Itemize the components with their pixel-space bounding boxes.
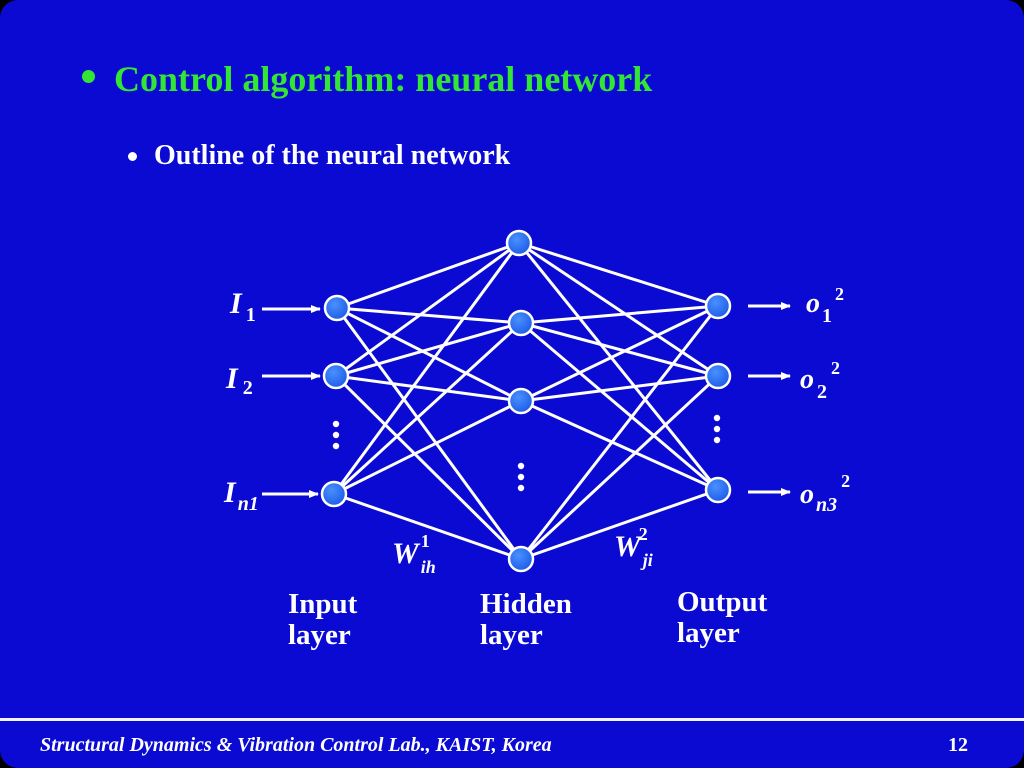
hidden-node-3 xyxy=(507,387,535,415)
edge-input-3-hidden-2 xyxy=(332,321,523,496)
edge-hidden-1-output-1 xyxy=(518,241,719,308)
ellipsis-dot-3-2 xyxy=(713,425,721,433)
output-node-1 xyxy=(704,292,732,320)
edge-hidden-2-output-1 xyxy=(520,304,719,325)
output-node-2 xyxy=(704,362,732,390)
page-number: 12 xyxy=(948,734,968,756)
edge-hidden-4-output-2 xyxy=(519,374,720,561)
edge-input-2-hidden-2 xyxy=(335,321,522,378)
edge-input-3-hidden-3 xyxy=(333,399,522,496)
input-layer-label-line2: layer xyxy=(288,619,351,651)
edge-input-2-hidden-3 xyxy=(335,374,522,403)
edge-hidden-2-output-2 xyxy=(520,321,719,378)
edge-input-1-hidden-4 xyxy=(335,307,523,560)
input-node-1 xyxy=(323,294,351,322)
slide-subtitle: Outline of the neural network xyxy=(154,140,511,171)
edge-input-1-hidden-2 xyxy=(336,306,522,325)
output-node-3 xyxy=(704,476,732,504)
hidden-node-1 xyxy=(505,229,533,257)
edge-hidden-1-output-3 xyxy=(517,242,720,491)
ellipsis-dot-3-1 xyxy=(713,414,721,422)
input-node-3 xyxy=(320,480,348,508)
input-layer-label-line1: Input xyxy=(288,588,358,620)
edge-input-1-hidden-1 xyxy=(336,241,520,310)
edge-input-3-hidden-4 xyxy=(333,492,522,561)
connection-lines xyxy=(332,241,720,561)
ellipsis-dots xyxy=(332,414,721,492)
output-layer-label-line1: Output xyxy=(677,586,768,618)
ellipsis-dot-3-3 xyxy=(713,436,721,444)
bullet-dot-icon xyxy=(82,70,95,83)
edge-hidden-4-output-3 xyxy=(520,488,719,561)
ellipsis-dot-1-3 xyxy=(332,442,340,450)
hidden-node-2 xyxy=(507,309,535,337)
signal-arrows xyxy=(262,302,791,498)
edge-hidden-2-output-3 xyxy=(520,321,719,492)
ellipsis-dot-2-1 xyxy=(517,462,525,470)
input-node-2 xyxy=(322,362,350,390)
hidden-layer-label: Hidden layer xyxy=(480,589,572,651)
hidden-layer-label-line1: Hidden xyxy=(480,588,572,620)
ellipsis-dot-2-3 xyxy=(517,484,525,492)
ellipsis-dot-2-2 xyxy=(517,473,525,481)
edge-input-2-hidden-4 xyxy=(334,374,523,561)
input-layer-label: Input layer xyxy=(288,589,357,651)
edge-input-3-hidden-1 xyxy=(332,242,521,495)
ellipsis-dot-1-1 xyxy=(332,420,340,428)
edge-input-1-hidden-3 xyxy=(336,306,522,403)
output-layer-label: Output layer xyxy=(677,587,767,649)
edge-hidden-4-output-1 xyxy=(519,305,720,560)
hidden-layer-label-line2: layer xyxy=(480,619,543,651)
edge-input-2-hidden-1 xyxy=(335,241,520,378)
ellipsis-dot-1-2 xyxy=(332,431,340,439)
edge-hidden-1-output-2 xyxy=(518,241,719,378)
output-layer-label-line2: layer xyxy=(677,617,740,649)
edge-hidden-3-output-1 xyxy=(520,304,719,403)
footer-divider xyxy=(0,718,1024,721)
slide-title: Control algorithm: neural network xyxy=(114,59,653,99)
edge-hidden-3-output-2 xyxy=(520,374,719,403)
footer-text: Structural Dynamics & Vibration Control … xyxy=(40,734,552,756)
edge-hidden-3-output-3 xyxy=(520,399,719,492)
network-nodes xyxy=(320,229,732,573)
hidden-node-4 xyxy=(507,545,535,573)
bullet-dot-icon xyxy=(128,152,137,161)
